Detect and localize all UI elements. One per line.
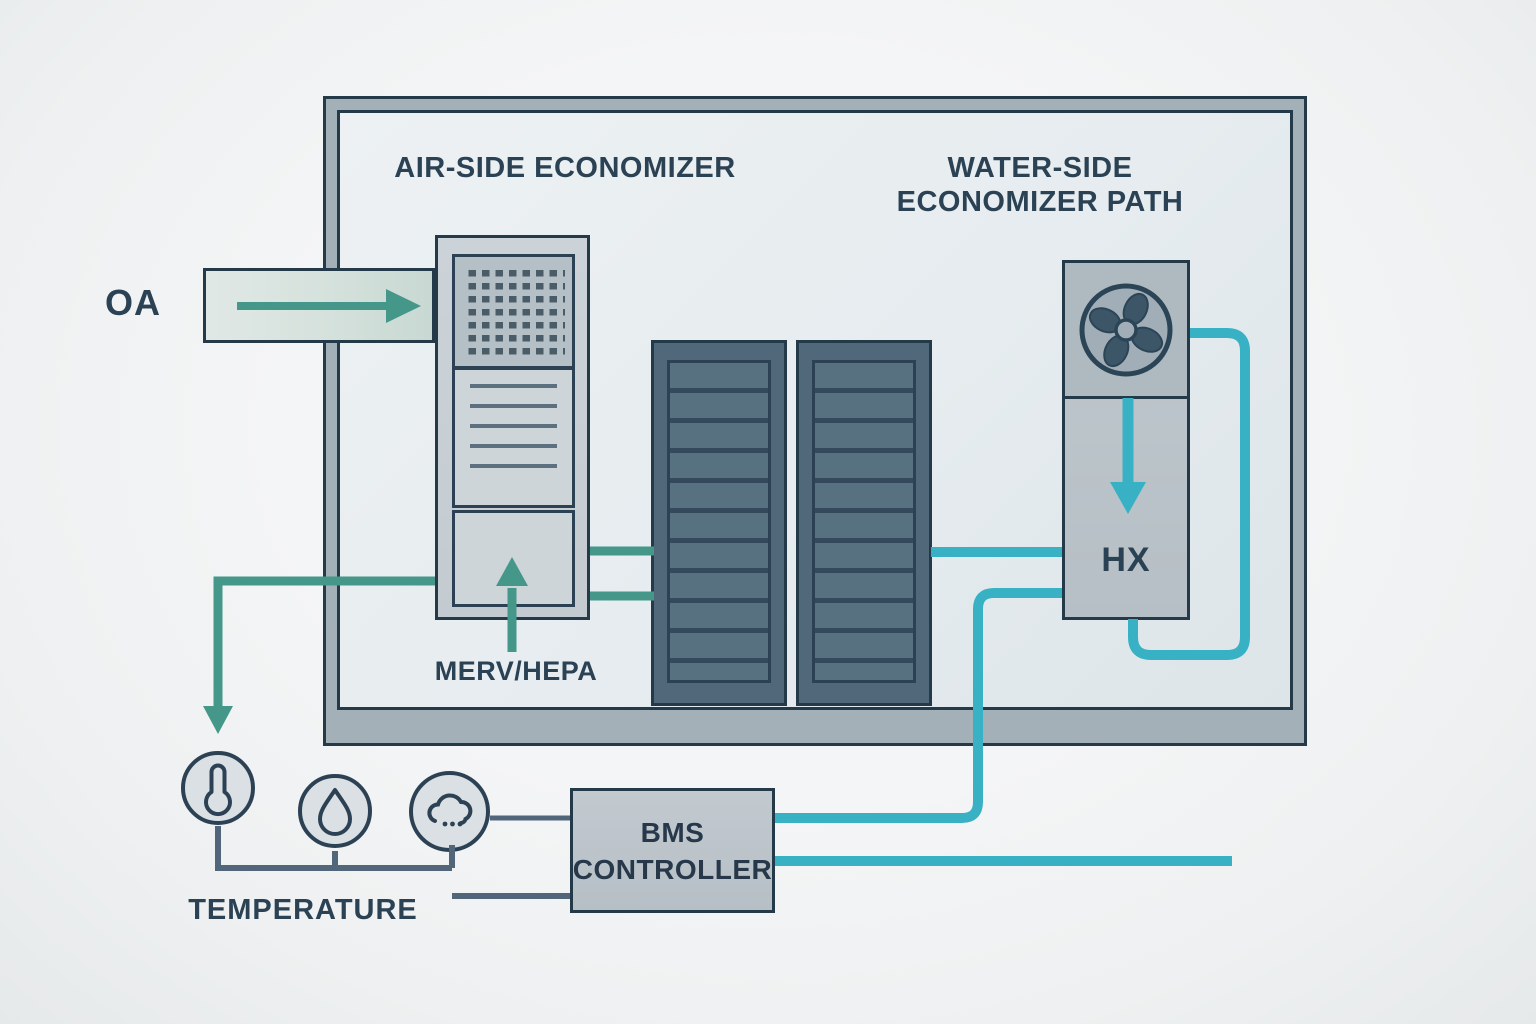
humidity-sensor xyxy=(298,774,372,848)
bms-controller: BMS CONTROLLER xyxy=(570,788,775,913)
rack-slats xyxy=(812,360,916,683)
oa-intake-duct xyxy=(203,268,435,343)
water-side-title-line1: WATER-SIDE xyxy=(947,152,1133,184)
hx-label: HX xyxy=(1101,541,1151,579)
coil-lines-icon xyxy=(470,384,557,472)
thermometer-icon xyxy=(204,763,232,817)
water-side-title-line2: ECONOMIZER PATH xyxy=(896,186,1184,218)
server-rack-1 xyxy=(651,340,787,706)
bms-label-line2: CONTROLLER xyxy=(572,853,773,885)
filter-panel xyxy=(452,254,575,369)
merv-hepa-label: MERV/HEPA xyxy=(434,656,598,686)
fan-icon xyxy=(1079,283,1173,376)
filter-grid-icon xyxy=(464,268,565,356)
server-rack-2 xyxy=(796,340,932,706)
supply-panel xyxy=(452,510,575,607)
temperature-sensor xyxy=(181,751,255,825)
water-side-title: WATER-SIDE ECONOMIZER PATH xyxy=(865,151,1215,219)
rack-slats xyxy=(667,360,771,683)
temperature-label: TEMPERATURE xyxy=(188,894,418,926)
bms-label-line1: BMS xyxy=(640,816,705,848)
air-handler-unit xyxy=(435,235,590,620)
droplet-icon xyxy=(318,788,352,836)
air-side-title: AIR-SIDE ECONOMIZER xyxy=(394,152,736,184)
weather-sensor xyxy=(409,771,490,852)
fan-section xyxy=(1065,263,1187,399)
cloud-icon xyxy=(426,792,472,826)
coil-panel xyxy=(452,367,575,508)
oa-label: OA xyxy=(105,282,161,323)
